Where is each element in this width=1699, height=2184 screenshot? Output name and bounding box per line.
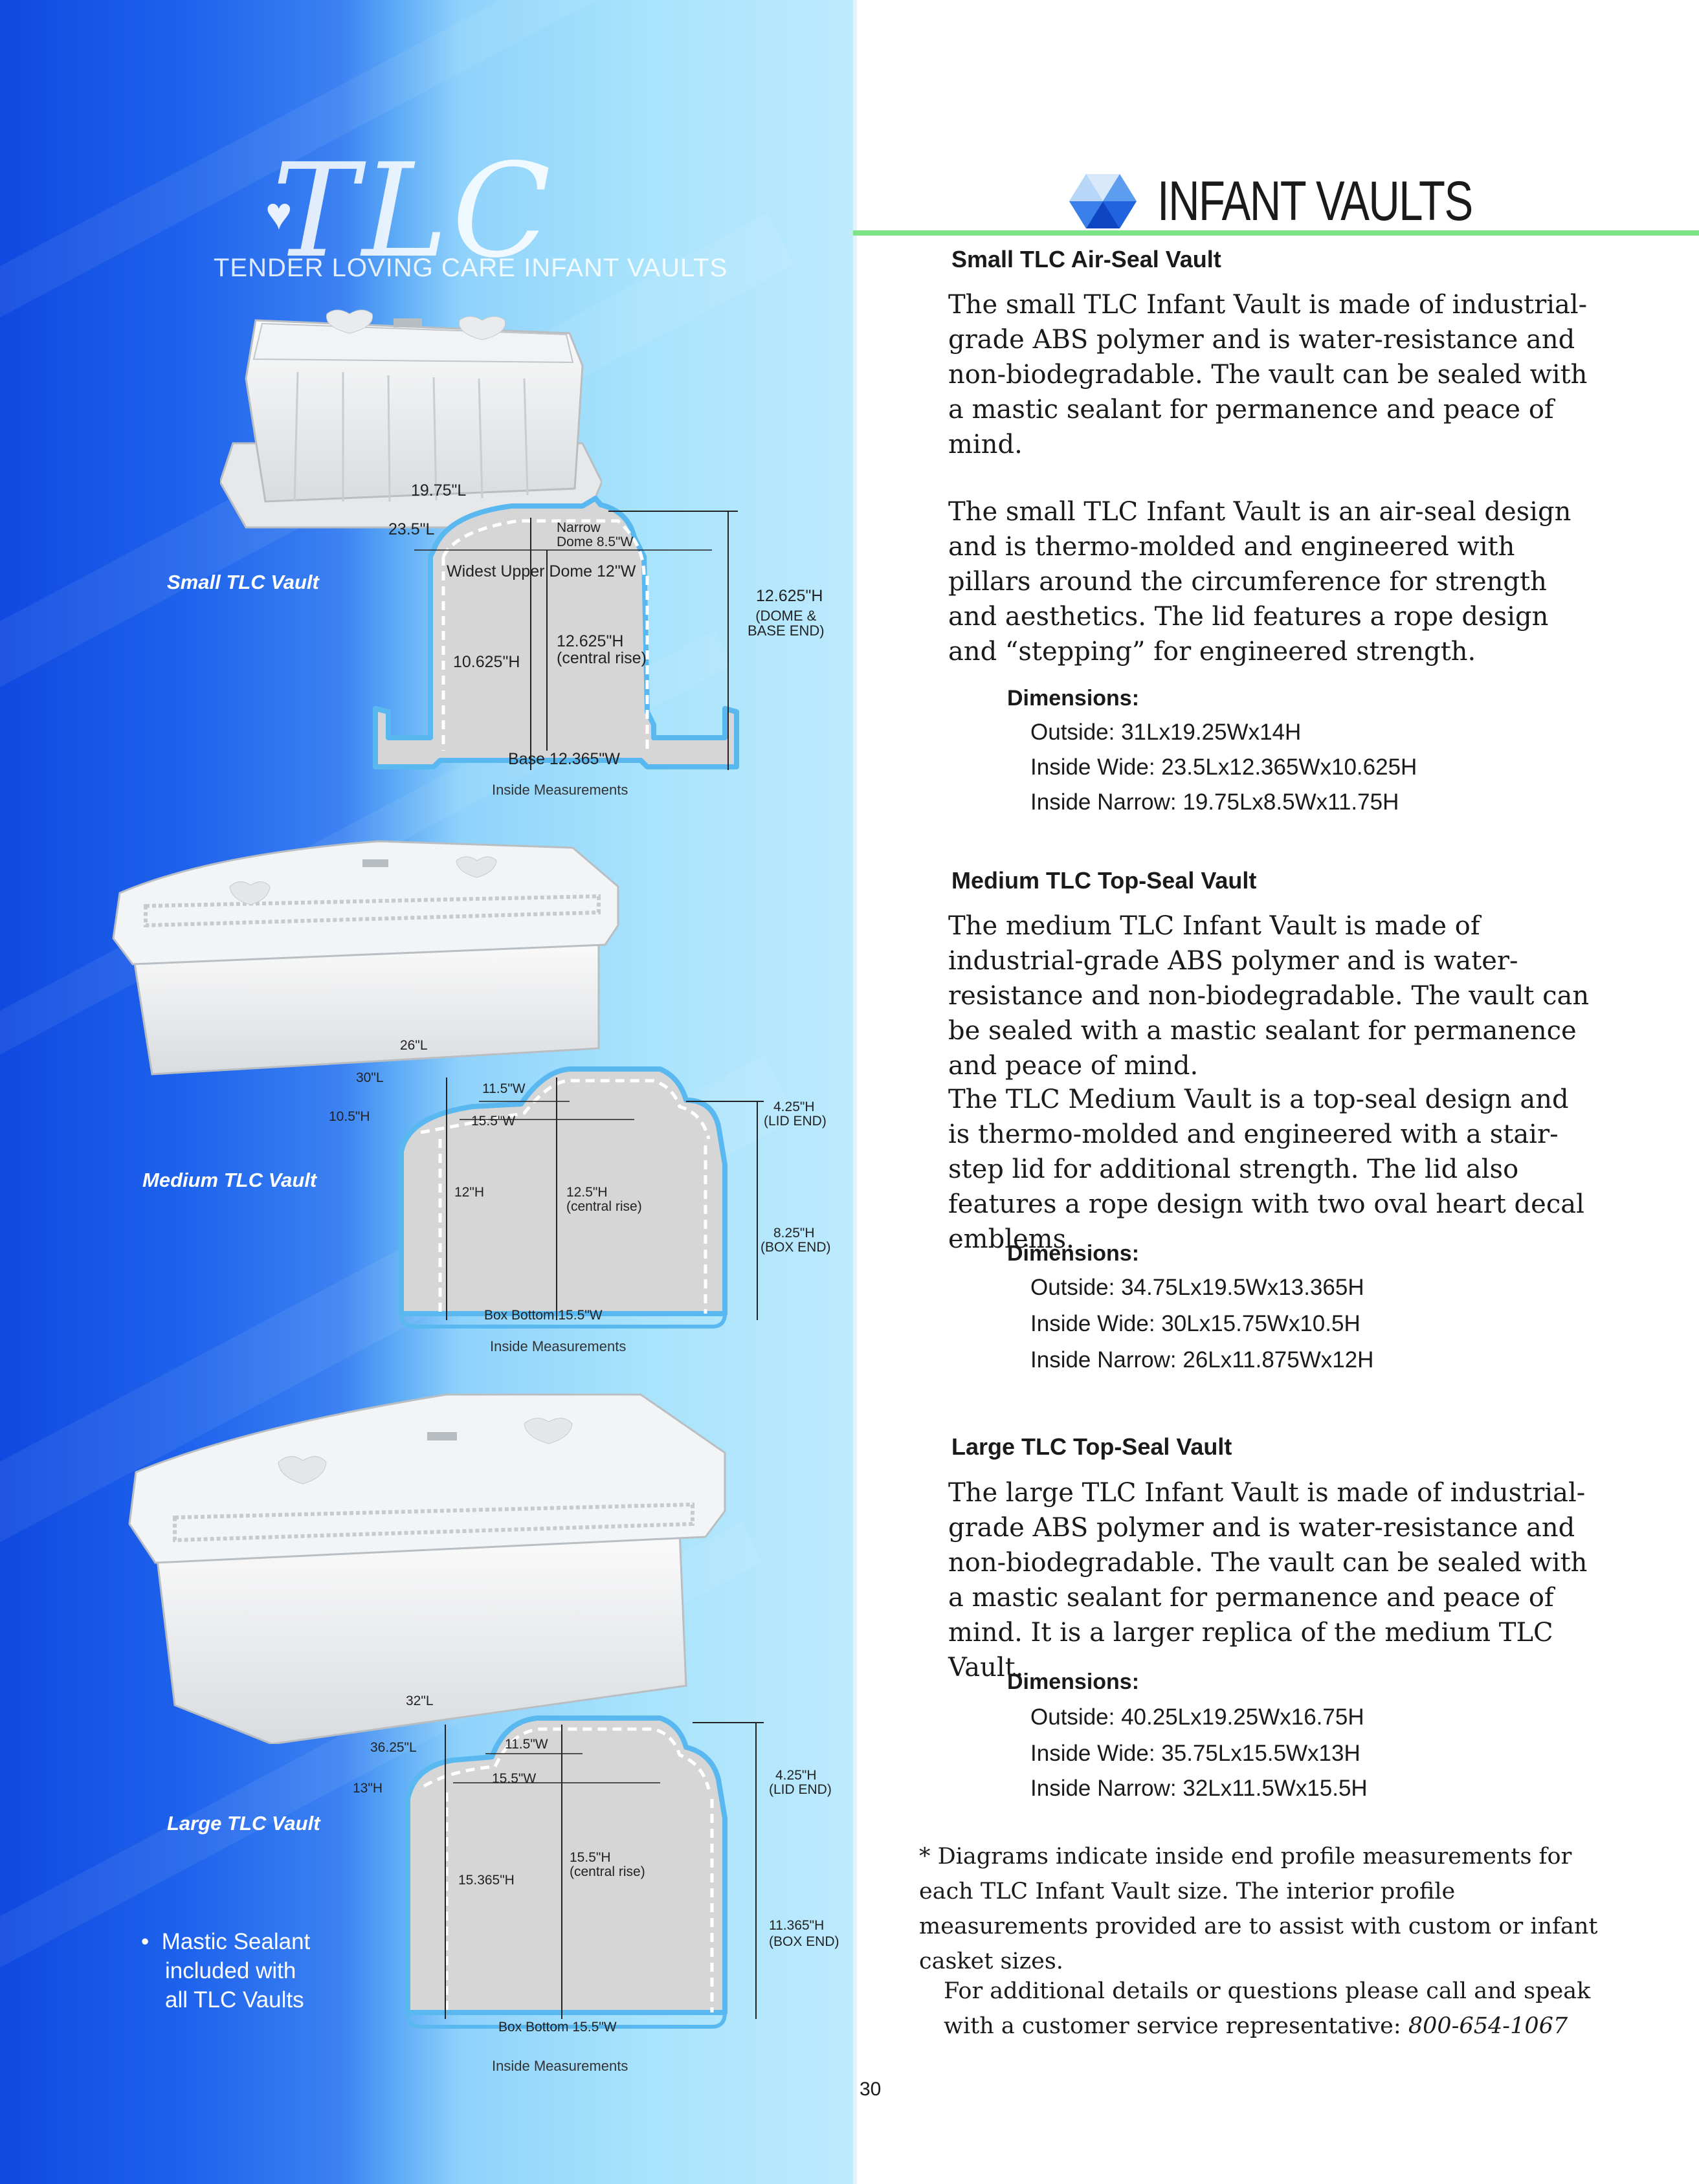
small-central-rise: 12.625"H (central rise)	[557, 632, 647, 668]
large-vault-diagram	[405, 1715, 764, 2029]
note-bullet: •	[141, 1929, 150, 1954]
large-bottom-width: Box Bottom 15.5"W	[498, 2020, 617, 2035]
logo-subtitle: TENDER LOVING CARE INFANT VAULTS	[214, 254, 728, 282]
large-mid-width: 15.5"W	[492, 1771, 537, 1786]
large-para-1: The large TLC Infant Vault is made of in…	[948, 1478, 1588, 1682]
contact-note: For additional details or questions plea…	[944, 1974, 1643, 2044]
large-left-height: 15.365"H	[458, 1873, 515, 1888]
small-section-heading: Small TLC Air-Seal Vault	[951, 246, 1221, 272]
large-vault-label: Large TLC Vault	[167, 1812, 320, 1835]
medium-bottom-width: Box Bottom 15.5"W	[484, 1308, 603, 1323]
large-lid-height: 4.25"H	[775, 1768, 817, 1783]
small-wide-length: 23.5"L	[388, 520, 435, 538]
small-side-height: 10.625"H	[453, 653, 520, 671]
large-section-heading: Large TLC Top-Seal Vault	[951, 1433, 1232, 1460]
small-narrow-dome: Narrow Dome 8.5"W	[557, 520, 634, 550]
medium-lid-height: 4.25"H	[773, 1099, 815, 1114]
large-box-note: (BOX END)	[769, 1934, 839, 1949]
small-para-1: The small TLC Infant Vault is made of in…	[948, 290, 1588, 459]
small-vault-label: Small TLC Vault	[167, 571, 319, 593]
large-dim-inside-narrow: Inside Narrow: 32Lx11.5Wx15.5H	[1030, 1776, 1368, 1801]
medium-dim-inside-wide: Inside Wide: 30Lx15.75Wx10.5H	[1030, 1311, 1360, 1336]
medium-dim-outside: Outside: 34.75Lx19.5Wx13.365H	[1030, 1275, 1364, 1300]
large-box-height: 11.365"H	[769, 1918, 825, 1933]
small-vault-diagram	[373, 496, 739, 770]
medium-dim-inside-narrow: Inside Narrow: 26Lx11.875Wx12H	[1030, 1347, 1374, 1373]
note-line-2: included with	[165, 1958, 296, 1983]
mastic-sealant-note: • Mastic Sealant included with all TLC V…	[141, 1927, 310, 2014]
large-dim-inside-wide: Inside Wide: 35.75Lx15.5Wx13H	[1030, 1741, 1360, 1766]
header-rule	[853, 230, 1699, 236]
medium-mid-width: 15.5"W	[471, 1114, 516, 1129]
large-lid-note: (LID END)	[769, 1782, 832, 1797]
large-side-height: 13"H	[353, 1781, 383, 1796]
medium-dims-heading: Dimensions:	[1007, 1241, 1140, 1266]
large-inside-caption: Inside Measurements	[492, 2058, 628, 2074]
medium-box-note: (BOX END)	[761, 1240, 831, 1255]
medium-para-2: The TLC Medium Vault is a top-seal desig…	[948, 1085, 1584, 1254]
medium-vault-label: Medium TLC Vault	[142, 1169, 317, 1191]
panel-divider	[853, 0, 857, 2184]
small-dim-inside-narrow: Inside Narrow: 19.75Lx8.5Wx11.75H	[1030, 789, 1399, 815]
small-para-2: The small TLC Infant Vault is an air-sea…	[948, 497, 1571, 667]
small-end-height: 12.625"H	[756, 587, 823, 605]
medium-section-heading: Medium TLC Top-Seal Vault	[951, 867, 1257, 894]
medium-vault-image	[112, 840, 619, 1075]
page-title: INFANT VAULTS	[1157, 170, 1473, 232]
medium-side-height: 10.5"H	[329, 1109, 370, 1124]
medium-inside-caption: Inside Measurements	[490, 1338, 627, 1354]
medium-top-width: 11.5"W	[482, 1081, 526, 1096]
medium-para-1: The medium TLC Infant Vault is made of i…	[948, 911, 1590, 1081]
note-line-3: all TLC Vaults	[165, 1987, 304, 2013]
large-wide-length: 36.25"L	[370, 1740, 417, 1755]
large-central-rise: 15.5"H (central rise)	[570, 1850, 645, 1880]
medium-box-height: 8.25"H	[773, 1226, 815, 1241]
large-dims-heading: Dimensions:	[1007, 1670, 1140, 1694]
large-top-width: 11.5"W	[505, 1737, 548, 1752]
small-dims-heading: Dimensions:	[1007, 686, 1140, 711]
small-dim-inside-wide: Inside Wide: 23.5Lx12.365Wx10.625H	[1030, 755, 1417, 780]
medium-central-rise: 12.5"H (central rise)	[566, 1185, 642, 1215]
medium-lid-note: (LID END)	[764, 1114, 827, 1129]
contact-text: For additional details or questions plea…	[944, 1978, 1591, 2039]
small-inside-caption: Inside Measurements	[492, 782, 628, 798]
diagram-footnote: * Diagrams indicate inside end profile m…	[919, 1844, 1598, 1974]
small-end-height-note: (DOME & BASE END)	[748, 608, 825, 639]
small-dim-outside: Outside: 31Lx19.25Wx14H	[1030, 720, 1302, 745]
note-line-1: Mastic Sealant	[161, 1929, 311, 1954]
large-narrow-length: 32"L	[406, 1693, 434, 1708]
large-dim-outside: Outside: 40.25Lx19.25Wx16.75H	[1030, 1704, 1364, 1730]
medium-left-height: 12"H	[454, 1185, 484, 1200]
phone-number[interactable]: 800-654-1067	[1408, 2013, 1568, 2039]
small-narrow-length: 19.75"L	[411, 481, 467, 500]
small-widest-upper: Widest Upper Dome 12"W	[447, 562, 636, 580]
medium-narrow-length: 26"L	[400, 1038, 428, 1053]
medium-wide-length: 30"L	[356, 1070, 384, 1085]
large-vault-image	[128, 1393, 726, 1744]
small-base-width: Base 12.365"W	[508, 750, 620, 768]
medium-vault-diagram	[399, 1066, 764, 1329]
page-number: 30	[860, 2079, 882, 2100]
heart-icon: ♥	[265, 188, 293, 239]
tlc-logo: TLC	[272, 136, 555, 287]
crystal-logo-icon	[1069, 174, 1137, 228]
